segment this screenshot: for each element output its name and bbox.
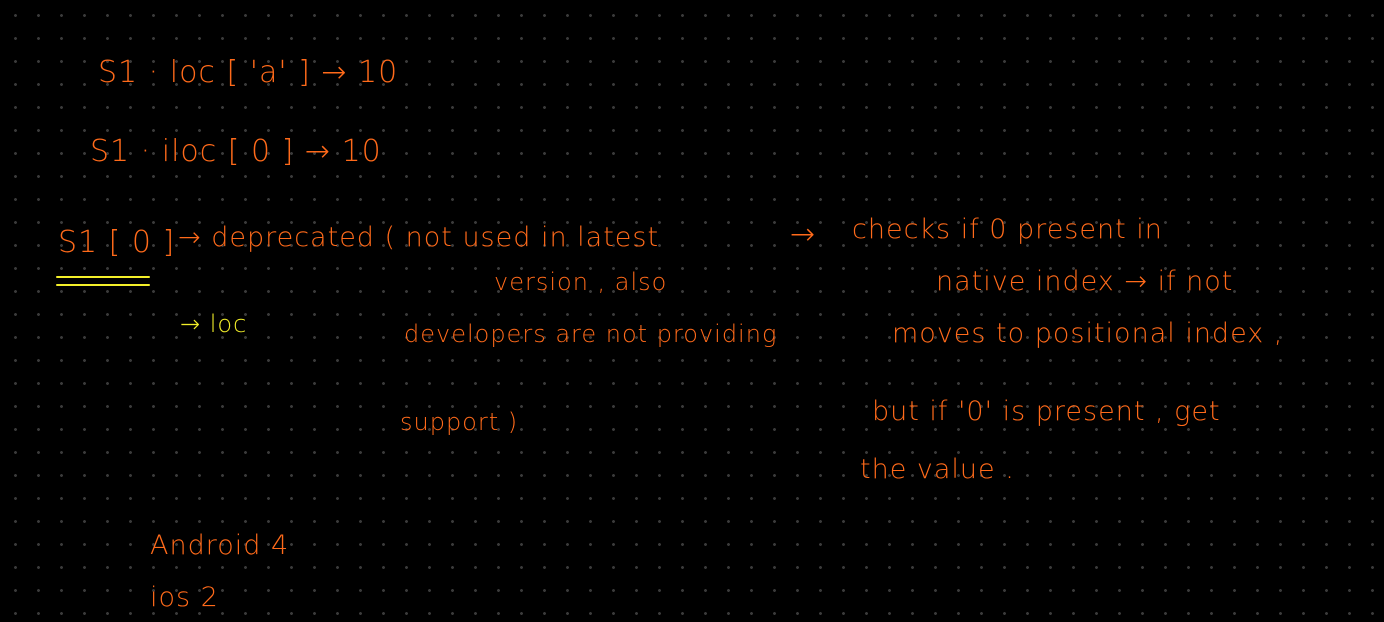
- bracket-expression: S1 [ 0 ]: [58, 225, 176, 260]
- ios-line: ios 2: [150, 582, 219, 613]
- check-line-4: but if '0' is present , get: [872, 396, 1221, 427]
- developers-note: developers are not providing: [404, 320, 778, 348]
- loc-example-line: S1 · loc [ 'a' ] → 10: [98, 55, 399, 90]
- check-line-2: native index → if not: [936, 266, 1234, 297]
- yellow-underline-bottom: [56, 284, 150, 286]
- support-note: support ): [400, 408, 519, 436]
- check-line-1: checks if 0 present in: [852, 214, 1163, 245]
- iloc-example-line: S1 · iloc [ 0 ] → 10: [90, 134, 382, 169]
- android-line: Android 4: [150, 530, 290, 561]
- arrow-to-check-note: →: [790, 217, 817, 252]
- check-line-5: the value .: [860, 454, 1015, 485]
- deprecated-note: → deprecated ( not used in latest: [178, 222, 660, 253]
- check-line-3: moves to positional index ,: [892, 318, 1284, 349]
- loc-arrow-note: → loc: [180, 310, 248, 338]
- yellow-underline-top: [56, 276, 150, 278]
- version-note: version , also: [494, 268, 668, 296]
